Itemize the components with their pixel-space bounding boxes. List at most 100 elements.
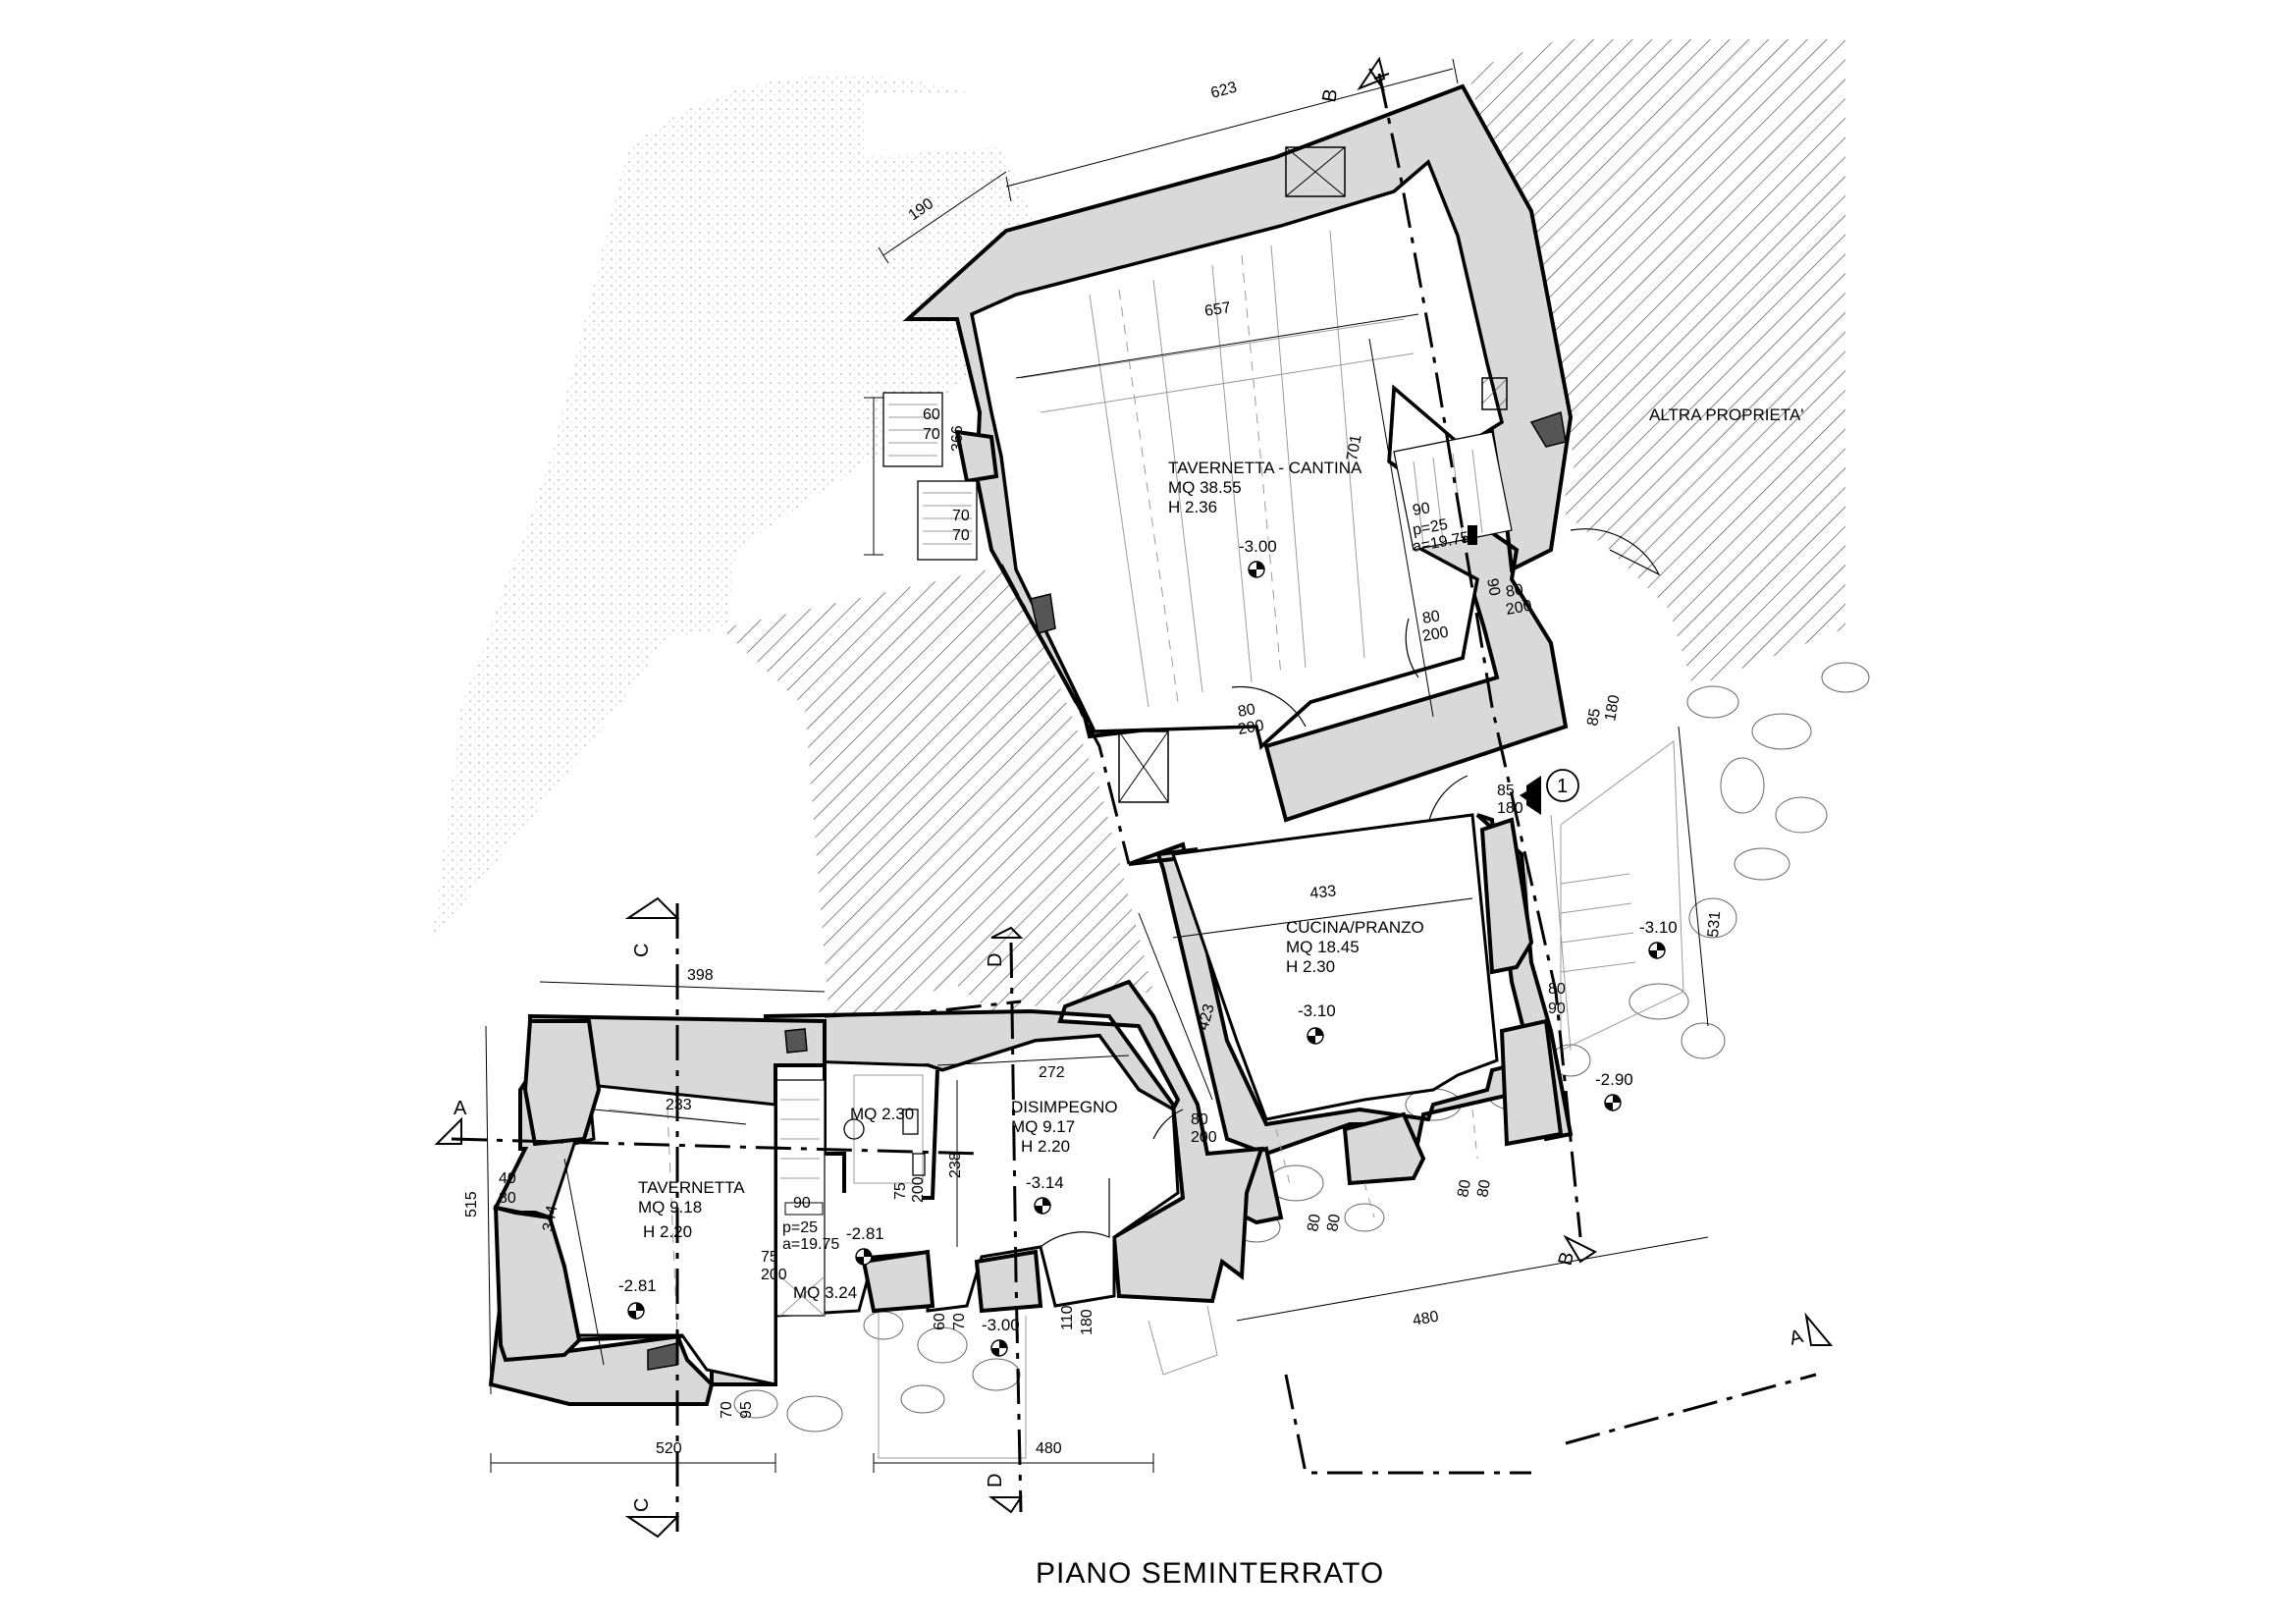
dim-180-b: 180 (1497, 800, 1523, 817)
dim-80-c: 80 (1237, 701, 1257, 721)
drawing-title: PIANO SEMINTERRATO (1036, 1557, 1384, 1590)
external-steps (882, 392, 978, 561)
level-marker-icon (627, 1302, 645, 1320)
room-cantina-level: -3.00 (1239, 537, 1277, 556)
section-markers: B C C D D A A B (434, 56, 1834, 1539)
room-labels: TAVERNETTA - CANTINA MQ 38.55 H 2.36 -3.… (618, 406, 1804, 1357)
dim-70-d: 70 (951, 1313, 968, 1330)
room-cucina-height: H 2.30 (1286, 957, 1335, 976)
garden-dotted-area (432, 75, 1080, 943)
stair-level: -2.81 (846, 1224, 884, 1243)
section-d-top-label: D (985, 953, 1006, 967)
neighbour-hatched-area (721, 39, 1845, 1031)
dim-80-f: 80 (1305, 1213, 1324, 1233)
dim-200-b: 200 (1505, 598, 1533, 619)
dim-623: 623 (1209, 80, 1239, 102)
dim-80-d: 80 (1548, 981, 1566, 998)
dim-80-g: 80 (1324, 1213, 1344, 1233)
level-marker-icon (1034, 1197, 1051, 1215)
outside-right-low-level: -2.90 (1595, 1070, 1633, 1089)
room-disimpegno-level: -3.14 (1026, 1173, 1064, 1192)
dim-80-j: 80 (499, 1190, 516, 1207)
dim-233: 233 (666, 1097, 692, 1113)
dim-80-a: 80 (1421, 608, 1442, 627)
disimpegno-walls (763, 979, 1264, 1318)
dim-70c: 70 (952, 527, 970, 544)
dim-200-c: 200 (1237, 718, 1265, 738)
room-tavernetta-height: H 2.20 (643, 1222, 692, 1241)
room-tavernetta-name: TAVERNETTA (638, 1178, 745, 1197)
upper-wing-interior (954, 146, 1661, 826)
dim-85-b: 85 (1497, 783, 1515, 799)
dim-200-f: 200 (910, 1176, 927, 1203)
room-cantina-area: MQ 38.55 (1168, 478, 1242, 497)
level-marker-icon (855, 1248, 873, 1266)
dim-398: 398 (687, 967, 714, 984)
dim-238: 238 (947, 1152, 964, 1178)
dim-70a: 70 (923, 426, 940, 443)
room-disimpegno-area: MQ 9.17 (1011, 1117, 1075, 1136)
dim-40: 40 (499, 1170, 516, 1187)
dim-200-e: 200 (1191, 1129, 1217, 1146)
room-cucina-area: MQ 18.45 (1286, 938, 1360, 956)
dimension-lines (485, 58, 1709, 1473)
room-cucina-level: -3.10 (1298, 1001, 1336, 1020)
dim-75-b: 75 (761, 1249, 778, 1266)
level-marker-icon (1307, 1027, 1324, 1045)
room-ripostiglio-area: MQ 3.24 (793, 1283, 857, 1302)
stone-paving (733, 662, 1870, 1459)
neighbour-label: ALTRA PROPRIETA' (1649, 406, 1804, 424)
section-c-bottom-label: C (631, 1498, 653, 1512)
level-marker-icon (1648, 942, 1666, 959)
section-a-left-label: A (454, 1098, 467, 1119)
dim-90-d: 90 (1548, 1001, 1566, 1017)
dim-a1975-b: a=19.75 (782, 1236, 839, 1253)
dim-90-b: 90 (1483, 577, 1503, 598)
dim-95: 95 (738, 1401, 755, 1419)
dim-70-e: 70 (719, 1401, 735, 1419)
room-cantina-name: TAVERNETTA - CANTINA (1168, 459, 1362, 477)
dim-344: 344 (540, 1204, 561, 1232)
dim-366: 366 (949, 425, 966, 452)
room-cantina-height: H 2.36 (1168, 498, 1217, 516)
dim-520: 520 (656, 1440, 682, 1457)
dim-80-h: 80 (1455, 1178, 1474, 1199)
dim-657: 657 (1203, 299, 1232, 320)
entrance-marker-number: 1 (1557, 776, 1568, 797)
room-tavernetta-area: MQ 9.18 (638, 1198, 702, 1217)
dim-p25: p=25 (1412, 516, 1450, 539)
room-cucina-name: CUCINA/PRANZO (1286, 918, 1424, 937)
level-marker-icon (1604, 1094, 1622, 1111)
dim-180-a: 180 (1602, 693, 1623, 722)
dim-200-g: 200 (761, 1267, 787, 1283)
dim-p25-b: p=25 (782, 1219, 818, 1236)
dim-90-e: 90 (793, 1195, 811, 1212)
room-disimpegno-height: H 2.20 (1021, 1137, 1070, 1156)
dim-480-b: 480 (1036, 1440, 1062, 1457)
level-marker-icon (1248, 561, 1265, 578)
entrance-marker: 1 (1520, 769, 1579, 815)
dim-200-a: 200 (1421, 624, 1450, 645)
dim-180-c: 180 (1079, 1309, 1095, 1335)
dim-80-e: 80 (1191, 1111, 1208, 1128)
dim-80-i: 80 (1474, 1178, 1494, 1199)
section-lines (451, 73, 1817, 1532)
dim-110: 110 (1059, 1305, 1076, 1330)
dim-60: 60 (923, 406, 940, 423)
dim-531: 531 (1705, 910, 1724, 938)
dim-480-a: 480 (1412, 1309, 1440, 1329)
dim-515: 515 (463, 1191, 480, 1217)
section-d-bottom-label: D (985, 1474, 1006, 1488)
section-a-right-label: A (1788, 1325, 1806, 1350)
dim-85-a: 85 (1584, 707, 1604, 728)
room-wc-area: MQ 2.30 (850, 1105, 914, 1123)
dim-423: 423 (1195, 1002, 1217, 1032)
section-c-top-label: C (631, 944, 653, 957)
dim-433: 433 (1309, 883, 1337, 902)
dim-701: 701 (1344, 433, 1364, 461)
dim-90-stair: 90 (1412, 500, 1432, 519)
dim-80-b: 80 (1505, 581, 1525, 601)
dim-60-b: 60 (932, 1313, 948, 1330)
dim-70b: 70 (952, 508, 970, 524)
